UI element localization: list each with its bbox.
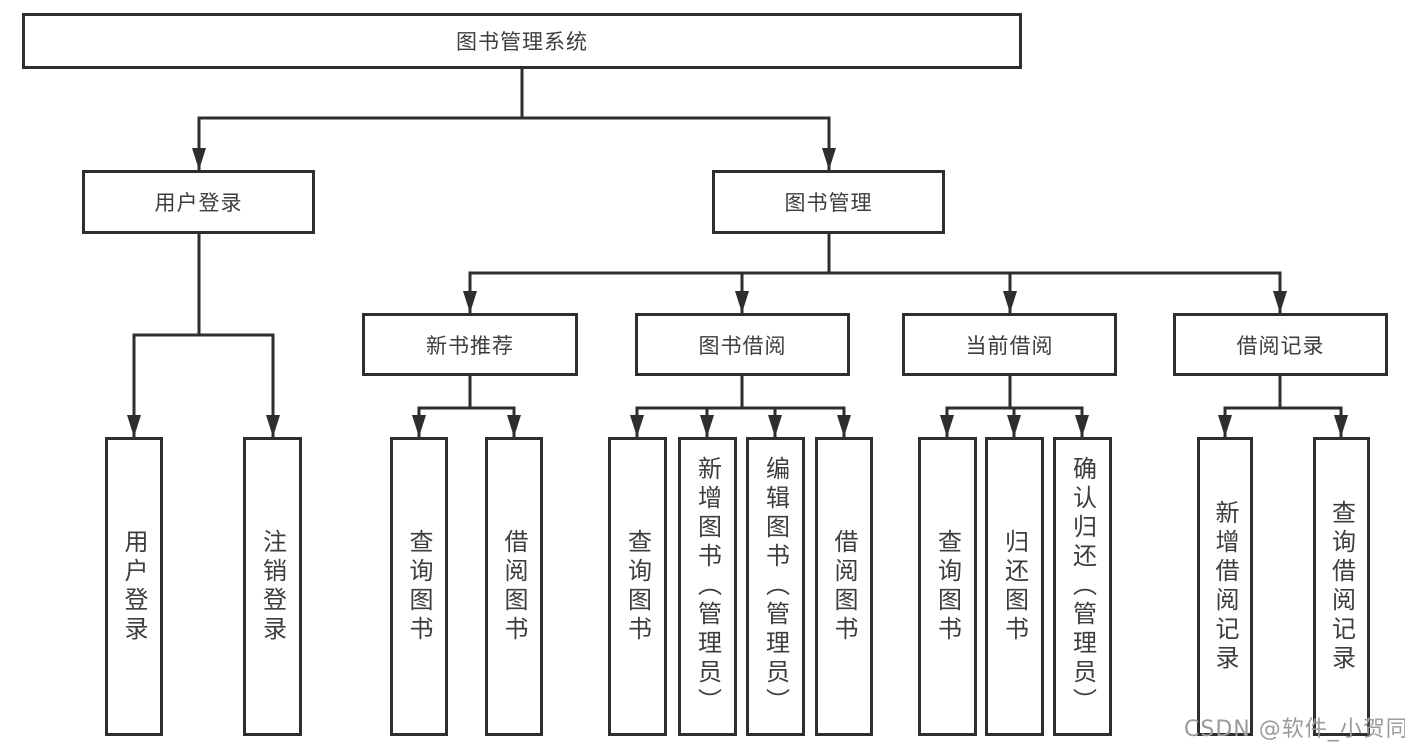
- leaf-query-books-rec: 查询图书: [390, 437, 448, 736]
- leaf-add-borrow-record: 新增借阅记录: [1197, 437, 1253, 736]
- watermark: CSDN @软件_小贺同学: [1184, 717, 1405, 742]
- connector-book-borrow: [635, 376, 846, 410]
- leaf-add-book-admin: 新增图书（管理员）: [678, 437, 737, 736]
- node-book-borrow: 图书借阅: [635, 313, 850, 376]
- leaf-borrow-books-borrow: 借阅图书: [815, 437, 873, 736]
- connector-new-book-recommend: [417, 376, 516, 410]
- connector-borrow-records: [1223, 376, 1343, 410]
- leaf-confirm-return-admin: 确认归还（管理员）: [1053, 437, 1112, 736]
- node-user-login: 用户登录: [82, 170, 315, 234]
- leaf-return-book: 归还图书: [985, 437, 1044, 736]
- leaf-user-login: 用户登录: [105, 437, 163, 736]
- connector-user-login: [132, 233, 275, 337]
- node-new-book-recommend: 新书推荐: [362, 313, 578, 376]
- node-borrow-records: 借阅记录: [1173, 313, 1388, 376]
- node-book-management: 图书管理: [712, 170, 945, 234]
- leaf-edit-book-admin: 编辑图书（管理员）: [746, 437, 805, 736]
- connector-current-borrow: [945, 376, 1084, 410]
- leaf-query-books-borrow: 查询图书: [608, 437, 667, 736]
- leaf-query-borrow-record: 查询借阅记录: [1313, 437, 1370, 736]
- leaf-borrow-books-rec: 借阅图书: [485, 437, 543, 736]
- leaf-query-books-current: 查询图书: [918, 437, 977, 736]
- connector-root: [197, 68, 831, 120]
- node-root: 图书管理系统: [22, 13, 1022, 69]
- node-current-borrow: 当前借阅: [902, 313, 1117, 376]
- leaf-logout: 注销登录: [243, 437, 302, 736]
- connector-book-management: [468, 233, 1282, 275]
